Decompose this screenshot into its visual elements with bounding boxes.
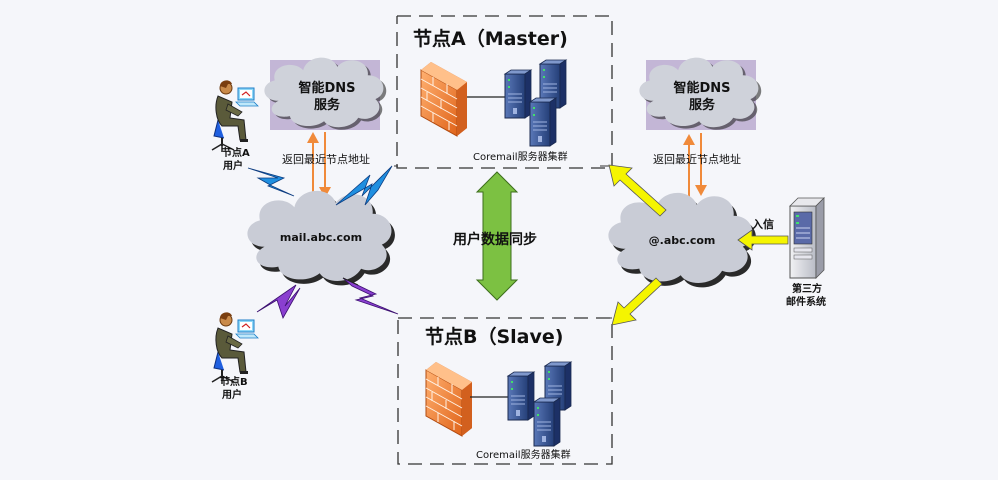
left-dns-return-label: 返回最近节点地址 bbox=[282, 152, 370, 166]
user-b-icon bbox=[211, 311, 259, 385]
incoming-label: 入信 bbox=[752, 217, 774, 231]
user-a-label-line2: 用户 bbox=[222, 159, 243, 172]
right-cloud-label: @.abc.com bbox=[649, 234, 716, 247]
node-a-box bbox=[396, 15, 613, 169]
user-b-label-line1: 节点B bbox=[220, 375, 248, 388]
left-dns-label-line2: 服务 bbox=[314, 97, 341, 113]
node-b-title: 节点B（Slave) bbox=[425, 325, 563, 348]
right-dns-label-line2: 服务 bbox=[689, 97, 716, 113]
right-dns-response-arrow bbox=[695, 133, 707, 196]
node-a-cluster-label: Coremail服务器集群 bbox=[473, 150, 568, 163]
mx-arrow-to-node-a bbox=[600, 164, 667, 217]
bolt-node-a-icon bbox=[335, 165, 398, 206]
bolt-user-a-icon bbox=[247, 167, 295, 197]
user-a-icon bbox=[211, 79, 259, 153]
bolt-user-b-icon bbox=[256, 284, 301, 319]
left-cloud-label: mail.abc.com bbox=[280, 231, 362, 244]
node-b-box bbox=[397, 317, 613, 465]
mx-arrow-to-node-b bbox=[600, 277, 663, 326]
bolt-node-b-icon bbox=[342, 277, 399, 315]
right-dns-query-arrow bbox=[683, 134, 695, 200]
node-b-cluster-label: Coremail服务器集群 bbox=[476, 448, 571, 461]
sync-label: 用户数据同步 bbox=[453, 231, 537, 248]
right-dns-return-label: 返回最近节点地址 bbox=[653, 152, 741, 166]
node-a-firewall-icon bbox=[420, 61, 468, 137]
third-party-label-line2: 邮件系统 bbox=[786, 295, 826, 308]
left-dns-query-arrow bbox=[307, 132, 319, 198]
node-b-server-icon bbox=[507, 361, 572, 447]
incoming-mail-arrow bbox=[737, 229, 789, 251]
user-a-label-line1: 节点A bbox=[222, 146, 250, 159]
user-b-label-line2: 用户 bbox=[221, 388, 242, 401]
node-a-server-icon bbox=[504, 59, 567, 147]
node-a-title: 节点A（Master) bbox=[413, 27, 568, 50]
right-dns-label-line1: 智能DNS bbox=[673, 80, 730, 96]
right-dns-box bbox=[639, 57, 762, 130]
node-b-firewall-icon bbox=[425, 361, 473, 437]
third-party-label-line1: 第三方 bbox=[792, 282, 822, 295]
left-dns-label-line1: 智能DNS bbox=[298, 80, 355, 96]
left-dns-box bbox=[264, 57, 387, 130]
sync-arrow bbox=[475, 171, 519, 301]
third-party-server-icon bbox=[789, 197, 825, 279]
